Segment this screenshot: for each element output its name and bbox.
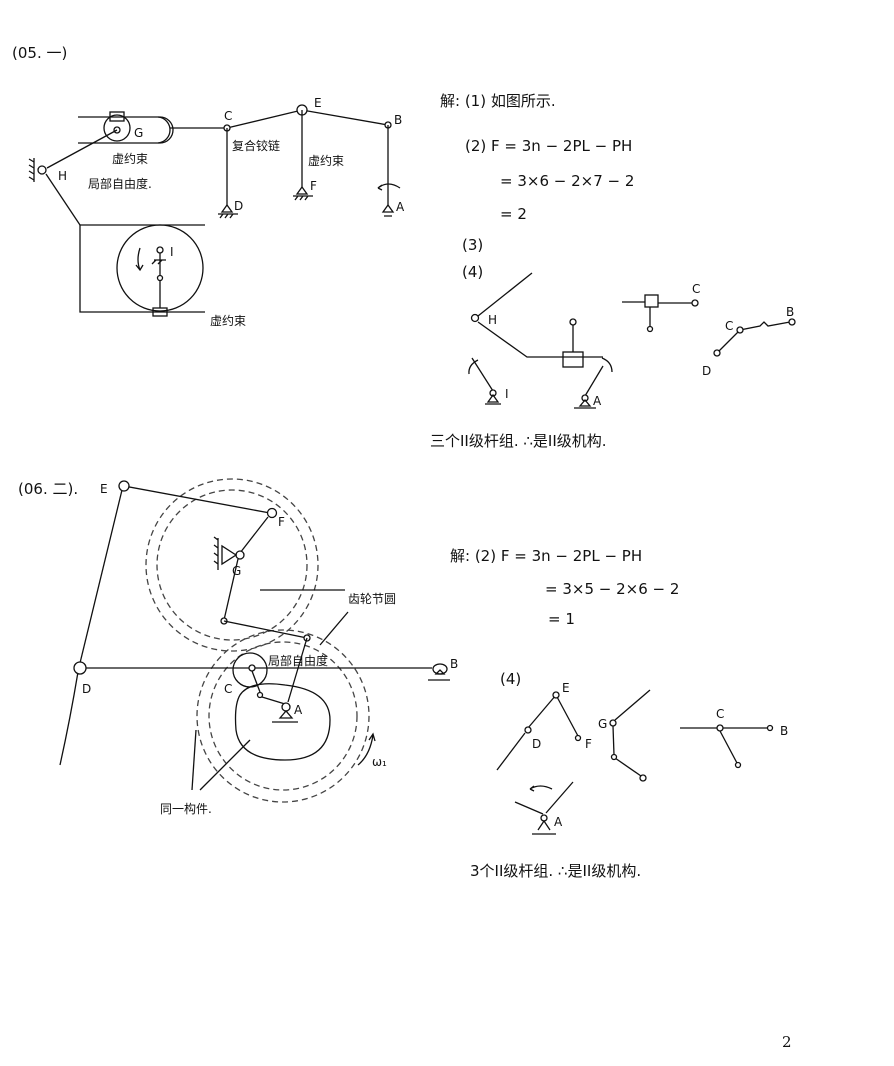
solution-2-part4: (4) [500, 670, 522, 688]
svg-text:C: C [224, 109, 232, 123]
svg-text:F: F [310, 179, 317, 193]
problem-2-title: (06. 二). [18, 480, 79, 498]
svg-text:E: E [100, 482, 108, 496]
svg-text:E: E [314, 96, 322, 110]
svg-text:D: D [702, 364, 711, 378]
svg-text:H: H [58, 169, 67, 183]
solution-1-line: 解: (1) 如图所示. [440, 92, 556, 110]
solution-2-conclusion: 3个II级杆组. ∴是II级机构. [470, 862, 642, 880]
mechanism-diagram-2: E F G D C A B [59, 478, 458, 803]
annotation-same-member: 同一构件. [160, 802, 212, 816]
page-number: 2 [782, 1033, 792, 1051]
svg-text:D: D [234, 199, 243, 213]
solution-1-formula: (2) F = 3n − 2PL − PH [465, 137, 633, 155]
svg-text:C: C [692, 282, 700, 296]
svg-text:A: A [294, 703, 303, 717]
solution-2-substitution: = 3×5 − 2×6 − 2 [545, 580, 680, 598]
svg-text:B: B [786, 305, 794, 319]
assur-groups-2: E D F G C B A [496, 681, 788, 835]
svg-text:B: B [450, 657, 458, 671]
angular-velocity-label: ω₁ [372, 755, 387, 769]
svg-text:F: F [585, 737, 592, 751]
svg-text:I: I [170, 245, 174, 259]
svg-text:D: D [532, 737, 541, 751]
annotation-redundant-constraint: 虚约束 [308, 154, 345, 168]
annotation-pitch-circle: 齿轮节圆 [348, 592, 397, 606]
svg-text:G: G [232, 564, 241, 578]
problem-1-title: (05. 一) [12, 44, 68, 62]
solution-1-substitution: = 3×6 − 2×7 − 2 [500, 172, 635, 190]
annotation-redundant-constraint: 虚约束 [112, 152, 149, 166]
svg-text:I: I [505, 387, 509, 401]
svg-text:G: G [134, 126, 143, 140]
solution-1-conclusion: 三个II级杆组. ∴是II级机构. [430, 432, 607, 450]
svg-text:A: A [593, 394, 602, 408]
svg-text:F: F [278, 515, 285, 529]
mechanism-diagram-1: H G C E B D F A I [28, 96, 405, 317]
svg-text:B: B [394, 113, 402, 127]
svg-text:A: A [396, 200, 405, 214]
svg-text:A: A [554, 815, 563, 829]
solution-1-result: = 2 [500, 205, 527, 223]
svg-text:H: H [488, 313, 497, 327]
solution-1-part3: (3) [462, 236, 484, 254]
svg-text:D: D [82, 682, 91, 696]
solution-1-part4: (4) [462, 263, 484, 281]
svg-text:C: C [716, 707, 724, 721]
assur-groups-1: H I A C C B D [468, 272, 796, 409]
svg-text:C: C [725, 319, 733, 333]
svg-text:C: C [224, 682, 232, 696]
solution-2-formula: 解: (2) F = 3n − 2PL − PH [450, 547, 643, 565]
svg-text:E: E [562, 681, 570, 695]
svg-text:B: B [780, 724, 788, 738]
annotation-local-dof: 局部自由度 [268, 654, 329, 668]
solution-2-result: = 1 [548, 610, 575, 628]
annotation-redundant-constraint: 虚约束 [210, 314, 247, 328]
annotation-local-dof: 局部自由度. [88, 177, 152, 191]
annotation-compound-hinge: 复合铰链 [232, 139, 281, 153]
svg-text:G: G [598, 717, 607, 731]
